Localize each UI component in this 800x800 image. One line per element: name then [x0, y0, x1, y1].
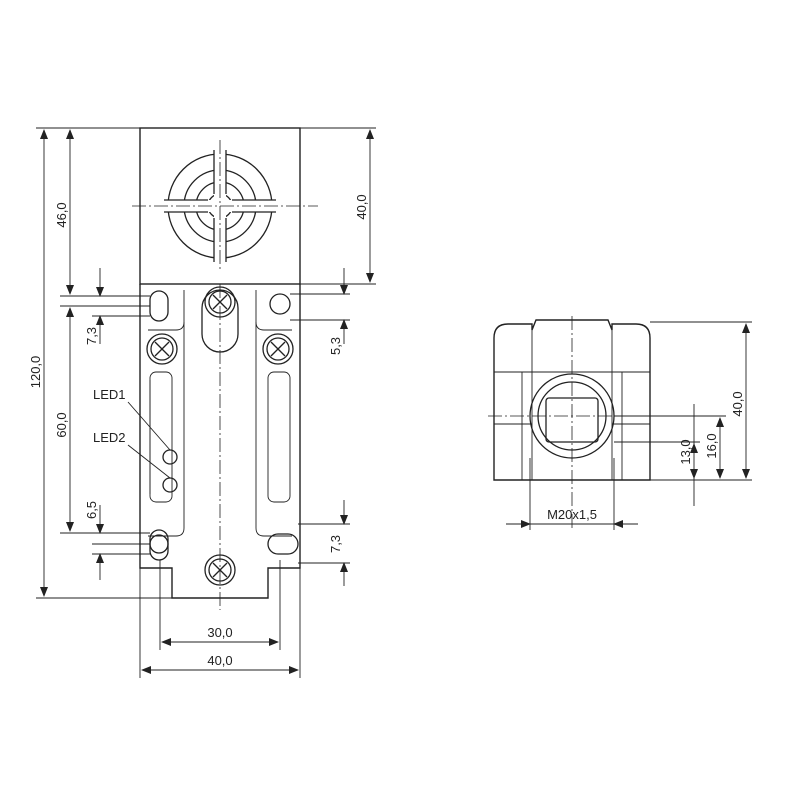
led2-indicator [162, 477, 178, 493]
side-view: 40,0 16,0 13,0 M20x1,5 [488, 316, 752, 530]
thread-inner [545, 397, 599, 443]
mounting-hole-bottom-left [149, 529, 169, 561]
side-housing [493, 319, 651, 481]
dim-mid-height: 60,0 [54, 412, 69, 437]
screw-top-center-icon [204, 286, 236, 318]
dim-side-height: 40,0 [730, 391, 745, 416]
dim-overall-width: 40,0 [207, 653, 232, 668]
dim-thread-center: 16,0 [704, 433, 719, 458]
led1-label: LED1 [93, 387, 126, 402]
dim-top-hole-offset: 7,3 [84, 327, 99, 345]
dim-bottom-hole-offset-right: 7,3 [328, 535, 343, 553]
dim-thread-bottom: 13,0 [678, 439, 693, 464]
dim-screw-offset: 5,3 [328, 337, 343, 355]
mounting-hole-top-right [269, 293, 291, 315]
mounting-hole-bottom-right [267, 533, 299, 555]
dim-bottom-hole-offset-left: 6,5 [84, 501, 99, 519]
dim-overall-height: 120,0 [28, 356, 43, 389]
screw-left-icon [146, 333, 178, 365]
front-view: LED1 LED2 120,0 46,0 60,0 7,3 [28, 127, 376, 678]
dim-head-height: 46,0 [54, 202, 69, 227]
top-slot [201, 289, 239, 353]
led1-indicator [162, 449, 178, 465]
led2-label: LED2 [93, 430, 126, 445]
dim-hole-spacing: 30,0 [207, 625, 232, 640]
screw-bottom-center-icon [204, 554, 236, 586]
dim-thread-size: M20x1,5 [547, 507, 597, 522]
dim-head-width: 40,0 [354, 194, 369, 219]
mounting-hole-top-left [149, 290, 169, 322]
screw-right-icon [262, 333, 294, 365]
